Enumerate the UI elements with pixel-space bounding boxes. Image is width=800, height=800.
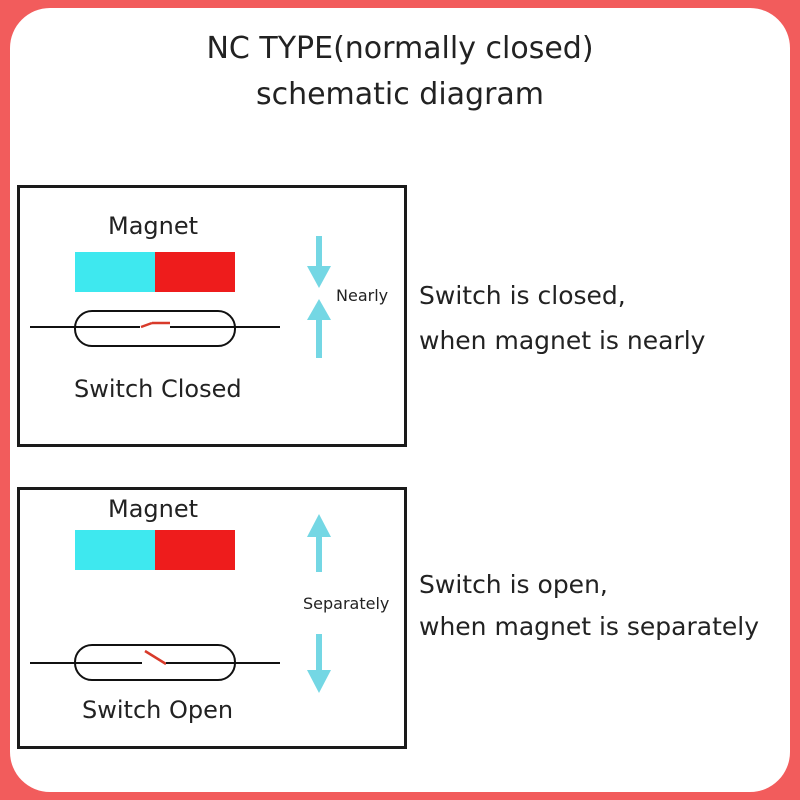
closed-panel [17, 185, 407, 447]
switch-closed-label: Switch Closed [74, 375, 242, 403]
arrow-down-nearly [307, 236, 331, 288]
magnet-label-open: Magnet [108, 495, 199, 523]
arrow-up-nearly [307, 299, 331, 358]
title-line-1: NC TYPE(normally closed) [206, 31, 594, 66]
reed-tube-closed [74, 310, 236, 347]
arrow-down-separately [307, 634, 331, 693]
nearly-label: Nearly [336, 286, 389, 305]
arrow-up-separately [307, 514, 331, 572]
magnet-south-closed [155, 252, 235, 292]
open-description-line-1: Switch is open, [419, 570, 608, 599]
contact-closed [140, 321, 153, 329]
closed-description-line-2: when magnet is nearly [419, 326, 706, 355]
magnet-north-closed [75, 252, 155, 292]
open-description-line-2: when magnet is separately [419, 612, 760, 641]
contact-open [144, 649, 167, 666]
title-line-2: schematic diagram [255, 77, 545, 112]
switch-open-label: Switch Open [82, 696, 234, 724]
magnet-north-open [75, 530, 155, 570]
separately-label: Separately [303, 594, 390, 613]
closed-description-line-1: Switch is closed, [419, 281, 626, 310]
magnet-label-closed: Magnet [108, 212, 199, 240]
magnet-south-open [155, 530, 235, 570]
